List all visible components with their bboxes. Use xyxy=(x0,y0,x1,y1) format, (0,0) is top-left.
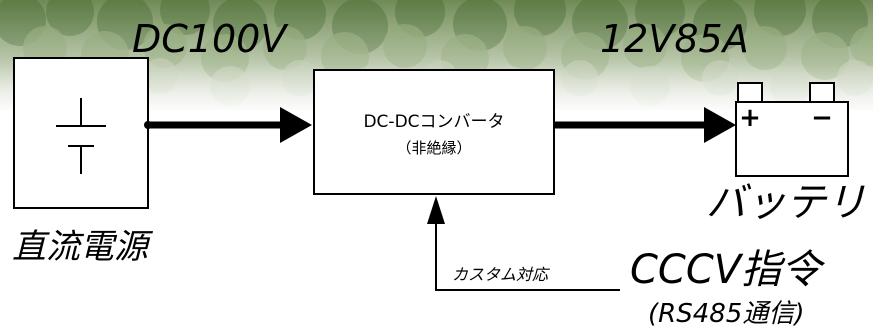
output-spec-label: 12V85A xyxy=(600,17,749,61)
power-source-label: 直流電源 xyxy=(12,227,154,267)
input-voltage-label: DC100V xyxy=(132,17,289,61)
forest-background xyxy=(0,0,873,118)
arrow-source-to-converter xyxy=(144,107,312,143)
battery-block: + − xyxy=(735,82,849,177)
rs485-label: (RS485通信) xyxy=(648,299,804,329)
battery-plus-terminal xyxy=(737,82,763,104)
converter-name-label: DC-DCコンバータ xyxy=(363,112,504,132)
custom-support-label: カスタム対応 xyxy=(452,265,551,284)
converter-note-label: （非絶縁） xyxy=(396,139,471,157)
command-feedback-arrow xyxy=(427,196,620,291)
battery-label: バッテリ xyxy=(706,180,866,226)
battery-minus-terminal xyxy=(809,82,835,104)
power-source-block xyxy=(13,57,149,209)
converter-block: DC-DCコンバータ （非絶縁） xyxy=(313,69,555,195)
battery-plus-sign: + xyxy=(739,103,761,133)
battery-body xyxy=(735,101,849,177)
arrow-converter-to-battery xyxy=(554,107,736,143)
battery-minus-sign: − xyxy=(811,103,833,133)
cccv-command-label: CCCV指令 xyxy=(630,247,825,293)
